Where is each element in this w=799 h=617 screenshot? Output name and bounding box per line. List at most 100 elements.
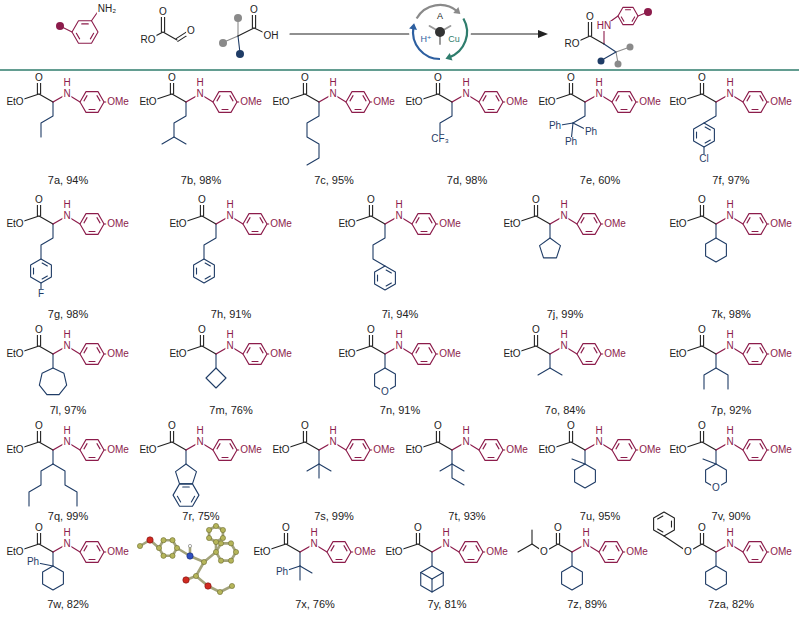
atom-label: N	[62, 539, 71, 549]
bond	[602, 52, 616, 60]
crystal-atom	[170, 538, 175, 543]
atom-label: OMe	[106, 219, 130, 229]
bond	[704, 368, 728, 389]
atom-label: EtO	[271, 445, 290, 455]
atom-label: EtO	[271, 97, 290, 107]
bond	[518, 544, 558, 552]
bond	[373, 224, 385, 266]
ring	[80, 92, 104, 113]
aromatic-bond	[355, 109, 361, 110]
aromatic-bond	[429, 348, 432, 353]
atom-label: OMe	[239, 445, 263, 455]
atom-label: N	[328, 89, 337, 99]
compound-structure	[347, 330, 445, 392]
compound-label: 7j, 99%	[546, 309, 585, 320]
atom-label: O	[300, 73, 310, 83]
bond	[299, 552, 300, 566]
aromatic-bond	[752, 457, 758, 458]
atom-label: H	[225, 200, 234, 210]
aromatic-bond	[222, 109, 228, 110]
atom-label: O	[566, 73, 576, 83]
atom-label: EtO	[5, 349, 24, 359]
atom-label: N	[725, 211, 734, 221]
atom-label: OMe	[769, 219, 793, 229]
aromatic-bond	[483, 96, 486, 101]
crystal-atom	[156, 545, 161, 550]
atom-label: O	[300, 421, 310, 431]
bond	[573, 102, 585, 123]
substituent-dot	[615, 61, 622, 68]
bond	[703, 459, 716, 464]
compound-label: 7v, 90%	[711, 511, 752, 522]
atom-label: N	[559, 211, 568, 221]
ring	[327, 542, 351, 563]
ring	[80, 344, 104, 365]
compound-label: 7o, 84%	[544, 405, 586, 416]
ring	[412, 344, 436, 365]
ring	[80, 542, 104, 563]
atom-label: H	[195, 78, 204, 88]
ring	[577, 344, 601, 365]
aromatic-bond	[705, 127, 710, 130]
crystal-atom	[206, 527, 211, 532]
aromatic-bond	[488, 109, 494, 110]
aromatic-bond	[747, 96, 750, 101]
aromatic-bond	[355, 457, 361, 458]
compound-label: 7y, 81%	[427, 599, 468, 610]
aromatic-bond	[97, 348, 100, 353]
bond	[702, 346, 716, 354]
aromatic-bond	[377, 275, 378, 281]
aromatic-bond	[247, 218, 250, 223]
catalyst-label: Cu	[447, 35, 461, 44]
bond	[371, 346, 385, 354]
compound-label: 7w, 82%	[46, 599, 90, 610]
ring	[743, 92, 767, 113]
atom-label: OMe	[106, 445, 130, 455]
bond	[604, 44, 616, 52]
crystal-atom	[229, 583, 234, 588]
atom-label: H	[62, 200, 71, 210]
atom-label: N	[394, 211, 403, 221]
arrowhead	[409, 23, 417, 30]
atom-label: EtO	[5, 547, 24, 557]
aromatic-bond	[760, 96, 763, 101]
atom-label: OMe	[603, 219, 627, 229]
ring	[618, 7, 638, 24]
crystal-atom	[218, 541, 223, 546]
atom-label: O	[167, 421, 177, 431]
atom-label: RO	[564, 39, 581, 49]
compound-structure	[148, 78, 246, 144]
bond	[715, 224, 716, 238]
bond	[41, 224, 53, 259]
atom-label: O	[249, 5, 259, 15]
aromatic-bond	[386, 283, 391, 286]
bond	[571, 442, 585, 450]
atom-label: H	[195, 426, 204, 436]
compound-label: 7b, 98%	[180, 175, 222, 186]
atom-label: EtO	[337, 219, 356, 229]
atom-label: OH	[263, 31, 280, 41]
aromatic-bond	[760, 444, 763, 449]
aromatic-bond	[252, 361, 258, 362]
atom-label: EtO	[537, 97, 556, 107]
aromatic-bond	[581, 218, 584, 223]
atom-label: O	[366, 195, 376, 205]
ring	[412, 214, 436, 235]
aromatic-bond	[760, 546, 763, 551]
bond	[29, 464, 53, 506]
aromatic-bond	[658, 516, 663, 519]
aromatic-bond	[260, 218, 263, 223]
catalyst-core	[435, 27, 445, 37]
atom-label: N	[309, 539, 318, 549]
compound-structure	[178, 200, 276, 283]
aromatic-bond	[84, 546, 87, 551]
atom-label: O	[366, 325, 376, 335]
atom-label: OMe	[769, 97, 793, 107]
ring	[743, 344, 767, 365]
bond	[440, 102, 452, 137]
aromatic-bond	[42, 276, 47, 279]
compound-label: 7p, 92%	[710, 405, 752, 416]
aromatic-bond	[752, 361, 758, 362]
bond	[584, 450, 585, 464]
